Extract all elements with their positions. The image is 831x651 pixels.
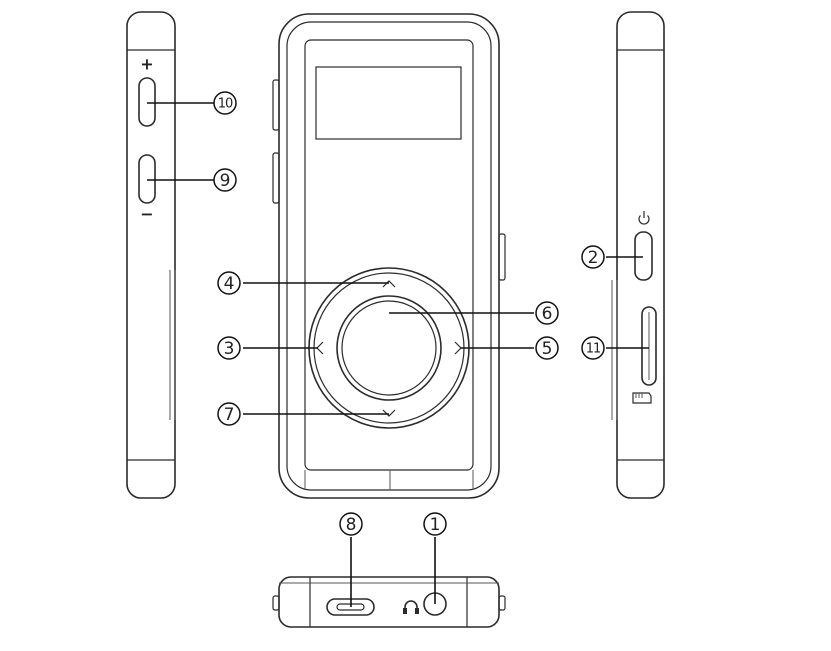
- power-icon: [638, 211, 650, 225]
- callout-2-label: 2: [588, 248, 599, 268]
- front-view: [272, 13, 506, 499]
- callout-4-label: 4: [224, 274, 235, 294]
- callout-11: 11: [581, 336, 605, 360]
- callout-1: 1: [423, 512, 447, 536]
- callout-7: 7: [217, 402, 241, 426]
- leader-lines: [147, 102, 649, 607]
- microsd-slot: [641, 306, 657, 386]
- minus-symbol: −: [140, 205, 153, 224]
- callout-9: 9: [213, 168, 237, 192]
- callout-6: 6: [535, 301, 559, 325]
- bottom-view: [272, 576, 506, 628]
- volume-down-button: [138, 154, 156, 204]
- callout-9-label: 9: [220, 171, 231, 191]
- chevron-down-icon: [382, 409, 396, 417]
- volume-up-button: [138, 77, 156, 127]
- microsd-card-icon: [632, 392, 652, 404]
- chevron-up-icon: [382, 280, 396, 288]
- plus-symbol: +: [140, 55, 153, 74]
- callout-3-label: 3: [224, 339, 235, 359]
- callout-5-label: 5: [542, 339, 553, 359]
- center-button: [341, 300, 437, 396]
- display-screen: [315, 66, 462, 140]
- right-side-view: [611, 11, 665, 499]
- callout-3: 3: [217, 336, 241, 360]
- headphone-icon: [403, 600, 419, 614]
- power-button: [634, 231, 653, 281]
- callout-8-label: 8: [346, 515, 357, 535]
- navigation-ring: [308, 267, 470, 429]
- callout-10: 10: [213, 91, 237, 115]
- chevron-right-icon: [454, 341, 462, 355]
- callout-1-label: 1: [430, 515, 441, 535]
- callout-6-label: 6: [542, 304, 553, 324]
- callout-4: 4: [217, 271, 241, 295]
- left-side-view: + −: [126, 11, 176, 499]
- callout-5: 5: [535, 336, 559, 360]
- callout-11-label: 11: [586, 342, 601, 357]
- callout-7-label: 7: [224, 405, 235, 425]
- callout-8: 8: [339, 512, 363, 536]
- callout-2: 2: [581, 245, 605, 269]
- callout-10-label: 10: [218, 97, 233, 112]
